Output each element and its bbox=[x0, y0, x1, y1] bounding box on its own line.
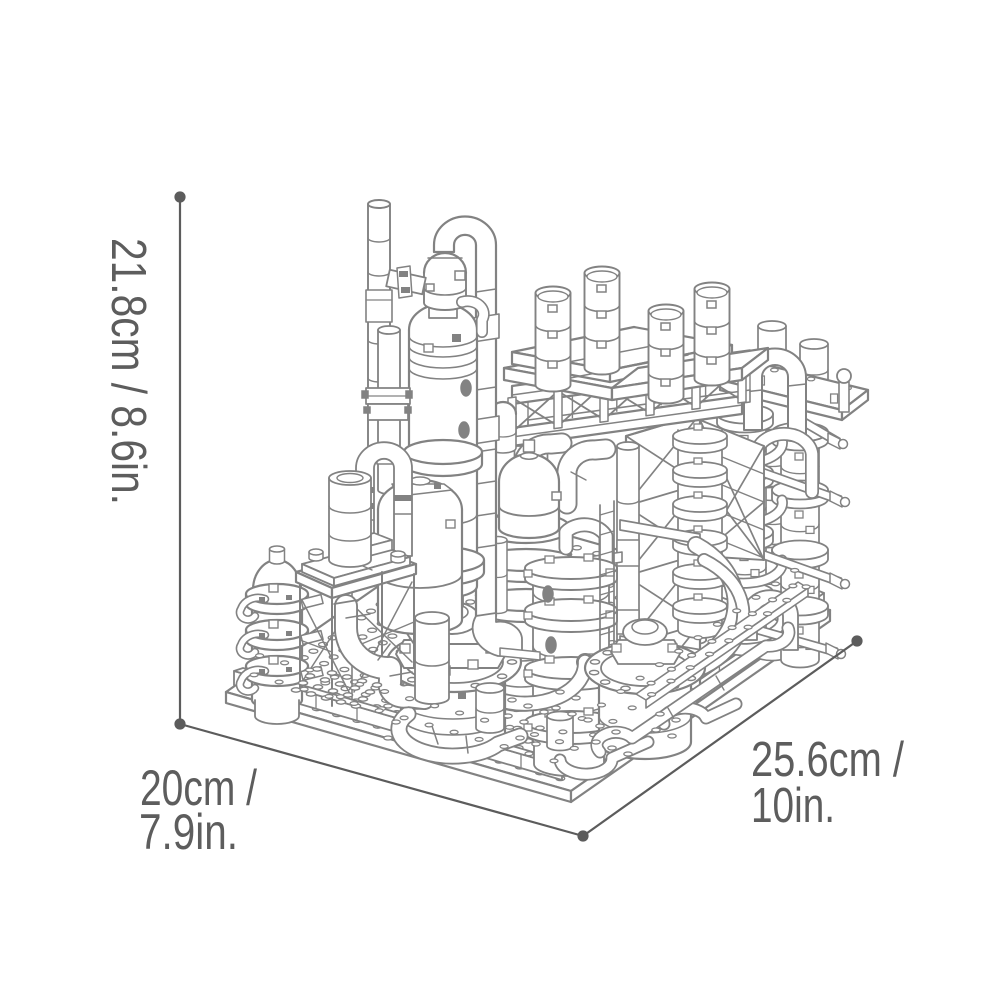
svg-text:25.6cm /: 25.6cm / bbox=[751, 733, 904, 787]
svg-text:21.8cm / 8.6in.: 21.8cm / 8.6in. bbox=[101, 238, 155, 505]
svg-text:10in.: 10in. bbox=[751, 779, 835, 833]
svg-text:7.9in.: 7.9in. bbox=[139, 804, 238, 860]
svg-text:20cm /: 20cm / bbox=[140, 760, 257, 816]
